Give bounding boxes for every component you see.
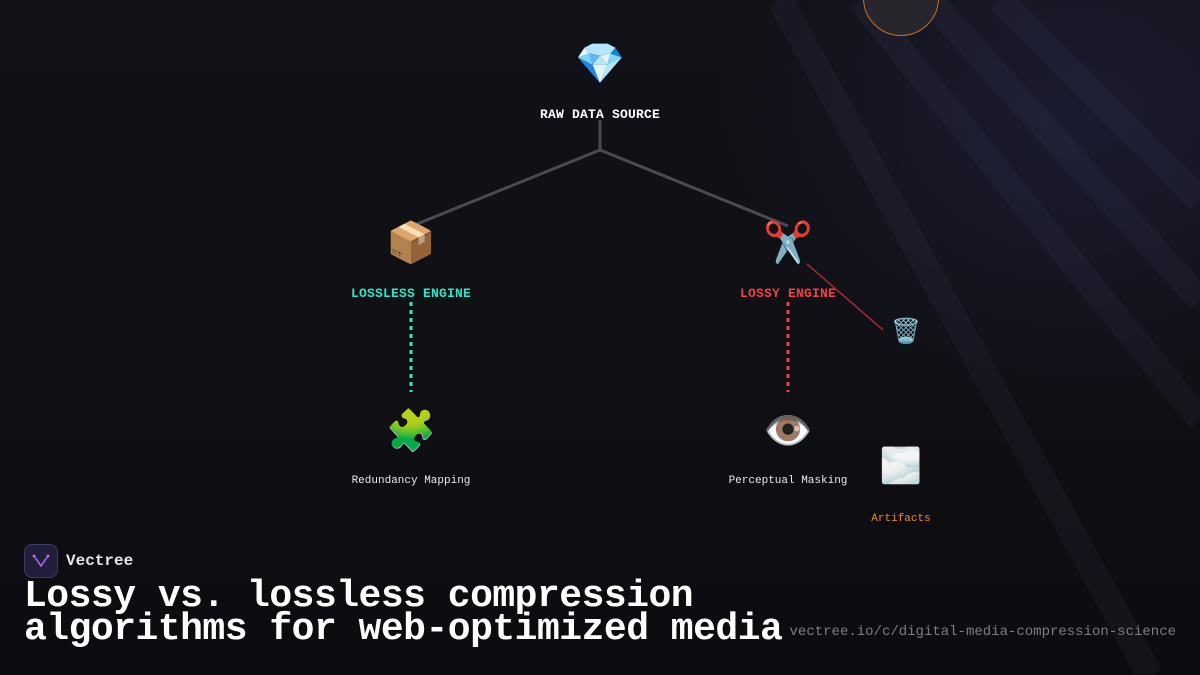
edge-root-to-lossless [411, 148, 601, 228]
fog-icon: 🌫️ [879, 446, 923, 486]
puzzle-piece-icon: 🧩 [386, 408, 436, 454]
edge-root-to-lossy [599, 148, 789, 228]
artifacts-label: Artifacts [871, 513, 931, 525]
page-title: Lossy vs. lossless compression algorithm… [24, 575, 783, 651]
brand-name: Vectree [66, 552, 134, 570]
perceptual-masking-label: Perceptual Masking [728, 475, 848, 487]
package-icon: 📦 [386, 220, 436, 266]
root-label: RAW DATA SOURCE [539, 107, 661, 122]
edge-lossy-to-discard [806, 263, 884, 331]
lossless-engine-label: LOSSLESS ENGINE [350, 286, 472, 301]
redundancy-mapping-label: Redundancy Mapping [351, 475, 471, 487]
wastebasket-icon: 🗑️ [891, 317, 921, 345]
eye-icon: 👁️ [763, 408, 813, 454]
lossy-engine-label: LOSSY ENGINE [739, 286, 837, 301]
brand[interactable]: Vectree [24, 544, 133, 578]
vectree-logo-icon [24, 544, 58, 578]
scissors-icon: ✂️ [763, 220, 813, 266]
gem-icon: 💎 [575, 41, 625, 87]
source-url[interactable]: vectree.io/c/digital-media-compression-s… [789, 624, 1176, 640]
